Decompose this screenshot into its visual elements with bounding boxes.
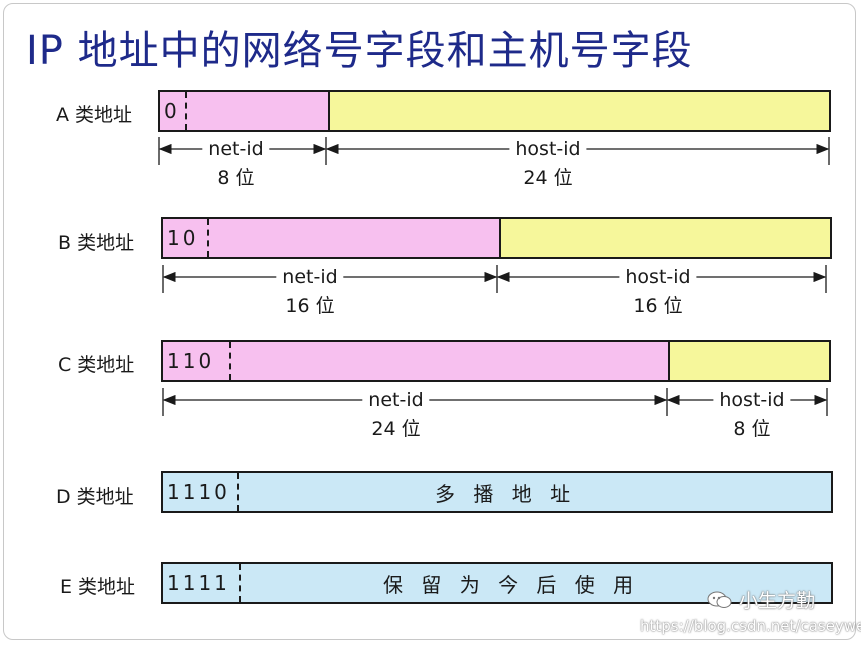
wechat-icon — [707, 591, 732, 608]
class-c-label: C 类地址 — [58, 354, 135, 376]
class-e-text: 保 留 为 今 后 使 用 — [383, 572, 640, 597]
class-b-bar: 10 — [161, 217, 832, 259]
class-b-net-segment: 10 — [163, 219, 499, 257]
class-a-prefix: 0 — [160, 92, 187, 130]
class-e-prefix: 1111 — [163, 564, 241, 602]
class-d-text: 多 播 地 址 — [435, 481, 577, 506]
class-b-host-segment — [499, 219, 830, 257]
class-c-net-bits: 24 位 — [371, 418, 421, 440]
class-b-host-label: host-id — [619, 266, 697, 288]
class-b-net-bits: 16 位 — [285, 295, 335, 317]
class-b-label: B 类地址 — [58, 232, 135, 254]
diagram-title: IP 地址中的网络号字段和主机号字段 — [26, 28, 693, 74]
class-b-prefix: 10 — [163, 219, 209, 257]
class-c-host-label: host-id — [713, 389, 791, 411]
class-a-host-segment — [328, 92, 829, 130]
class-a-bar: 0 — [158, 90, 831, 132]
class-c-net-label: net-id — [362, 389, 430, 411]
class-d-bar: 1110 多 播 地 址 — [161, 471, 833, 513]
class-c-host-segment — [668, 342, 829, 380]
class-a-host-bits: 24 位 — [523, 167, 573, 189]
class-a-label: A 类地址 — [56, 104, 133, 126]
class-d-prefix: 1110 — [163, 473, 239, 511]
watermark-url: https://blog.csdn.net/caseywei — [640, 617, 861, 635]
class-b-host-bits: 16 位 — [633, 295, 683, 317]
watermark-name: 小生方勤 — [739, 590, 816, 612]
class-a-net-bits: 8 位 — [217, 167, 255, 189]
watermark: 小生方勤 — [707, 586, 815, 613]
class-b-dimensions — [162, 265, 827, 293]
class-d-label: D 类地址 — [56, 486, 134, 508]
class-c-prefix: 110 — [163, 342, 231, 380]
diagram-frame — [3, 3, 856, 640]
class-a-net-label: net-id — [202, 138, 270, 160]
class-c-net-segment: 110 — [163, 342, 668, 380]
class-d-segment: 1110 多 播 地 址 — [163, 473, 831, 511]
class-c-bar: 110 — [161, 340, 831, 382]
class-c-host-bits: 8 位 — [733, 418, 771, 440]
class-a-host-label: host-id — [509, 138, 587, 160]
class-b-net-label: net-id — [276, 266, 344, 288]
class-e-label: E 类地址 — [60, 576, 136, 598]
class-a-net-segment: 0 — [160, 92, 328, 130]
